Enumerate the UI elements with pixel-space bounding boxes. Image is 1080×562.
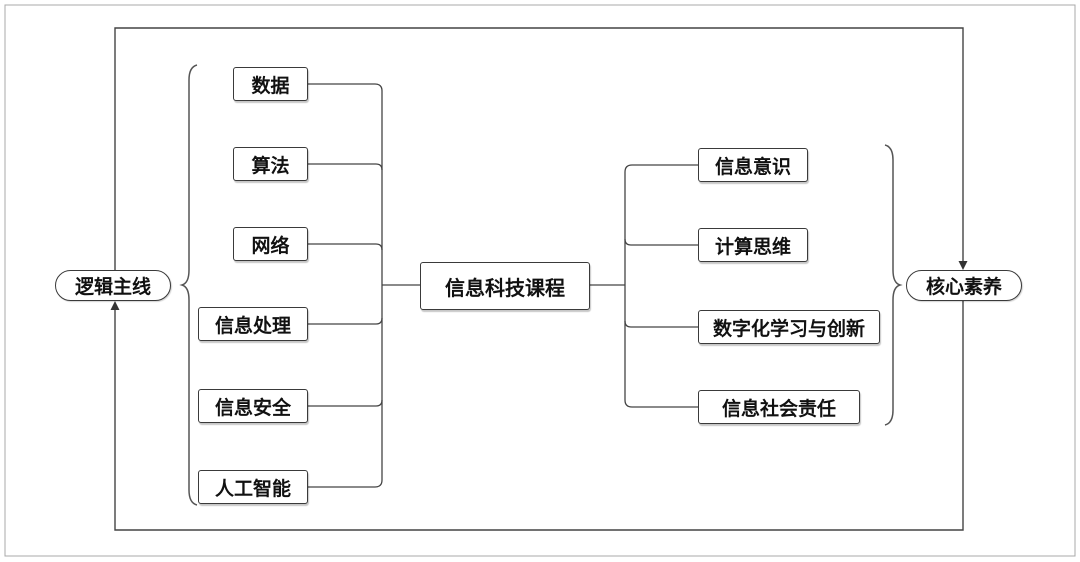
- right-node-label: 信息意识: [714, 155, 791, 178]
- loop-bottom-arrowhead: [110, 301, 120, 310]
- right-node-label: 信息社会责任: [721, 397, 836, 420]
- left-node-label: 人工智能: [214, 477, 291, 500]
- center-node-label: 信息科技课程: [445, 275, 565, 300]
- left-node-algorithm: 算法: [233, 147, 308, 181]
- core-literacy-label: 核心素养: [925, 276, 1002, 298]
- left-node-label: 网络: [251, 234, 290, 257]
- right-node-information-awareness: 信息意识: [698, 148, 808, 182]
- left-connector-trunk: [308, 83, 383, 488]
- left-node-artificial-intelligence: 人工智能: [198, 470, 308, 504]
- logic-mainline-label: 逻辑主线: [74, 276, 151, 298]
- logic-mainline-pill: 逻辑主线: [55, 270, 171, 301]
- left-node-data: 数据: [233, 67, 308, 101]
- right-node-label: 数字化学习与创新: [712, 317, 865, 340]
- left-node-network: 网络: [233, 227, 308, 261]
- loop-top-connector: [114, 27, 964, 270]
- loop-bottom-connector: [114, 301, 964, 531]
- left-node-information-processing: 信息处理: [198, 307, 308, 341]
- outer-frame: [4, 4, 1076, 557]
- right-node-digital-learning-innovation: 数字化学习与创新: [698, 310, 880, 344]
- core-literacy-pill: 核心素养: [906, 270, 1022, 301]
- right-brace: [884, 144, 903, 426]
- right-node-label: 计算思维: [714, 235, 791, 258]
- left-connector-branch: [308, 243, 383, 251]
- center-node-course: 信息科技课程: [420, 262, 590, 310]
- left-node-label: 信息安全: [214, 396, 291, 419]
- left-connector-branch: [308, 317, 383, 325]
- loop-top-arrowhead: [958, 261, 968, 270]
- left-brace: [179, 64, 198, 506]
- left-node-label: 信息处理: [214, 314, 291, 337]
- left-node-information-security: 信息安全: [198, 389, 308, 423]
- left-node-label: 算法: [251, 154, 290, 177]
- right-connector-trunk: [624, 164, 698, 408]
- left-connector-branch: [308, 163, 383, 171]
- right-connector-branch: [624, 320, 698, 328]
- right-node-computational-thinking: 计算思维: [698, 228, 808, 262]
- left-connector-branch: [308, 399, 383, 407]
- right-connector-branch: [624, 238, 698, 246]
- right-node-social-responsibility: 信息社会责任: [698, 390, 860, 424]
- left-node-label: 数据: [251, 74, 290, 97]
